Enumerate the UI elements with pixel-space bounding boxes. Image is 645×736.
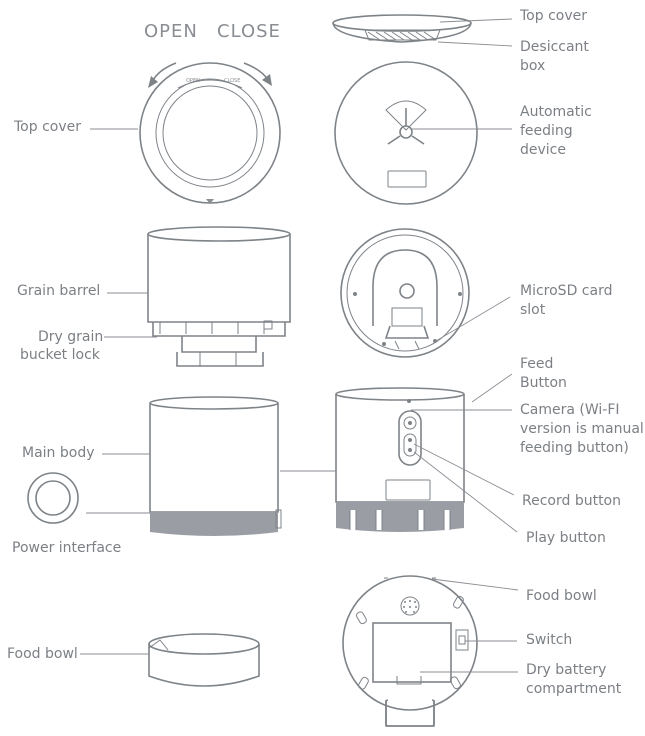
label-top-cover-right: Top cover — [520, 8, 587, 24]
close-label: CLOSE — [217, 21, 281, 42]
label-feed-button-2: Button — [520, 375, 567, 391]
bottom-view — [342, 575, 478, 727]
label-food-bowl-right: Food bowl — [526, 588, 597, 604]
main-body-view — [149, 396, 282, 536]
label-top-cover-left: Top cover — [14, 119, 81, 135]
label-microsd-1: MicroSD card — [520, 283, 613, 299]
leader-desiccant — [437, 41, 513, 47]
label-main-body: Main body — [22, 445, 95, 461]
label-dry-battery-1: Dry battery — [526, 662, 607, 678]
power-interface-view — [27, 472, 79, 524]
label-automatic-1: Automatic — [520, 104, 592, 120]
leader-record-button — [413, 443, 515, 496]
label-camera-1: Camera (Wi-FI — [520, 402, 620, 418]
food-bowl-view — [148, 633, 260, 687]
label-switch: Switch — [526, 632, 573, 648]
lid-marker-triangle — [206, 199, 214, 204]
label-power-interface: Power interface — [12, 540, 122, 556]
leader-feed-button — [471, 373, 513, 403]
leader-microsd — [435, 296, 511, 342]
label-desiccant-1: Desiccant — [520, 39, 589, 55]
label-dry-battery-2: compartment — [526, 681, 622, 697]
label-desiccant-2: box — [520, 58, 546, 74]
leader-food-bowl-right — [431, 578, 519, 591]
leader-lines — [80, 18, 519, 673]
label-dry-grain-2: bucket lock — [20, 347, 100, 363]
lid-open-mark: OPEN — [186, 78, 200, 84]
leader-top-cover-right — [439, 18, 513, 23]
label-camera-2: version is manual — [520, 421, 644, 437]
open-label: OPEN — [144, 21, 198, 42]
label-automatic-3: device — [520, 142, 566, 158]
label-dry-grain-1: Dry grain — [38, 329, 104, 345]
top-cover-side-view — [332, 14, 472, 43]
grain-barrel-view — [147, 226, 291, 367]
label-grain-barrel: Grain barrel — [17, 283, 101, 299]
label-automatic-2: feeding — [520, 123, 573, 139]
automatic-feeding-device-view — [334, 61, 478, 205]
label-food-bowl-left: Food bowl — [7, 646, 78, 662]
label-feed-button-1: Feed — [520, 356, 554, 372]
leader-play-button — [413, 451, 518, 533]
label-microsd-2: slot — [520, 302, 546, 318]
lid-close-mark: CLOSE — [224, 78, 240, 84]
rotate-arrows — [148, 62, 272, 88]
label-camera-3: feeding button) — [520, 440, 629, 456]
main-body-back-view — [335, 387, 465, 532]
label-record-button: Record button — [522, 493, 621, 509]
label-play-button: Play button — [526, 530, 606, 546]
top-cover-front-view: OPEN CLOSE — [139, 62, 281, 204]
microsd-view — [340, 228, 470, 358]
